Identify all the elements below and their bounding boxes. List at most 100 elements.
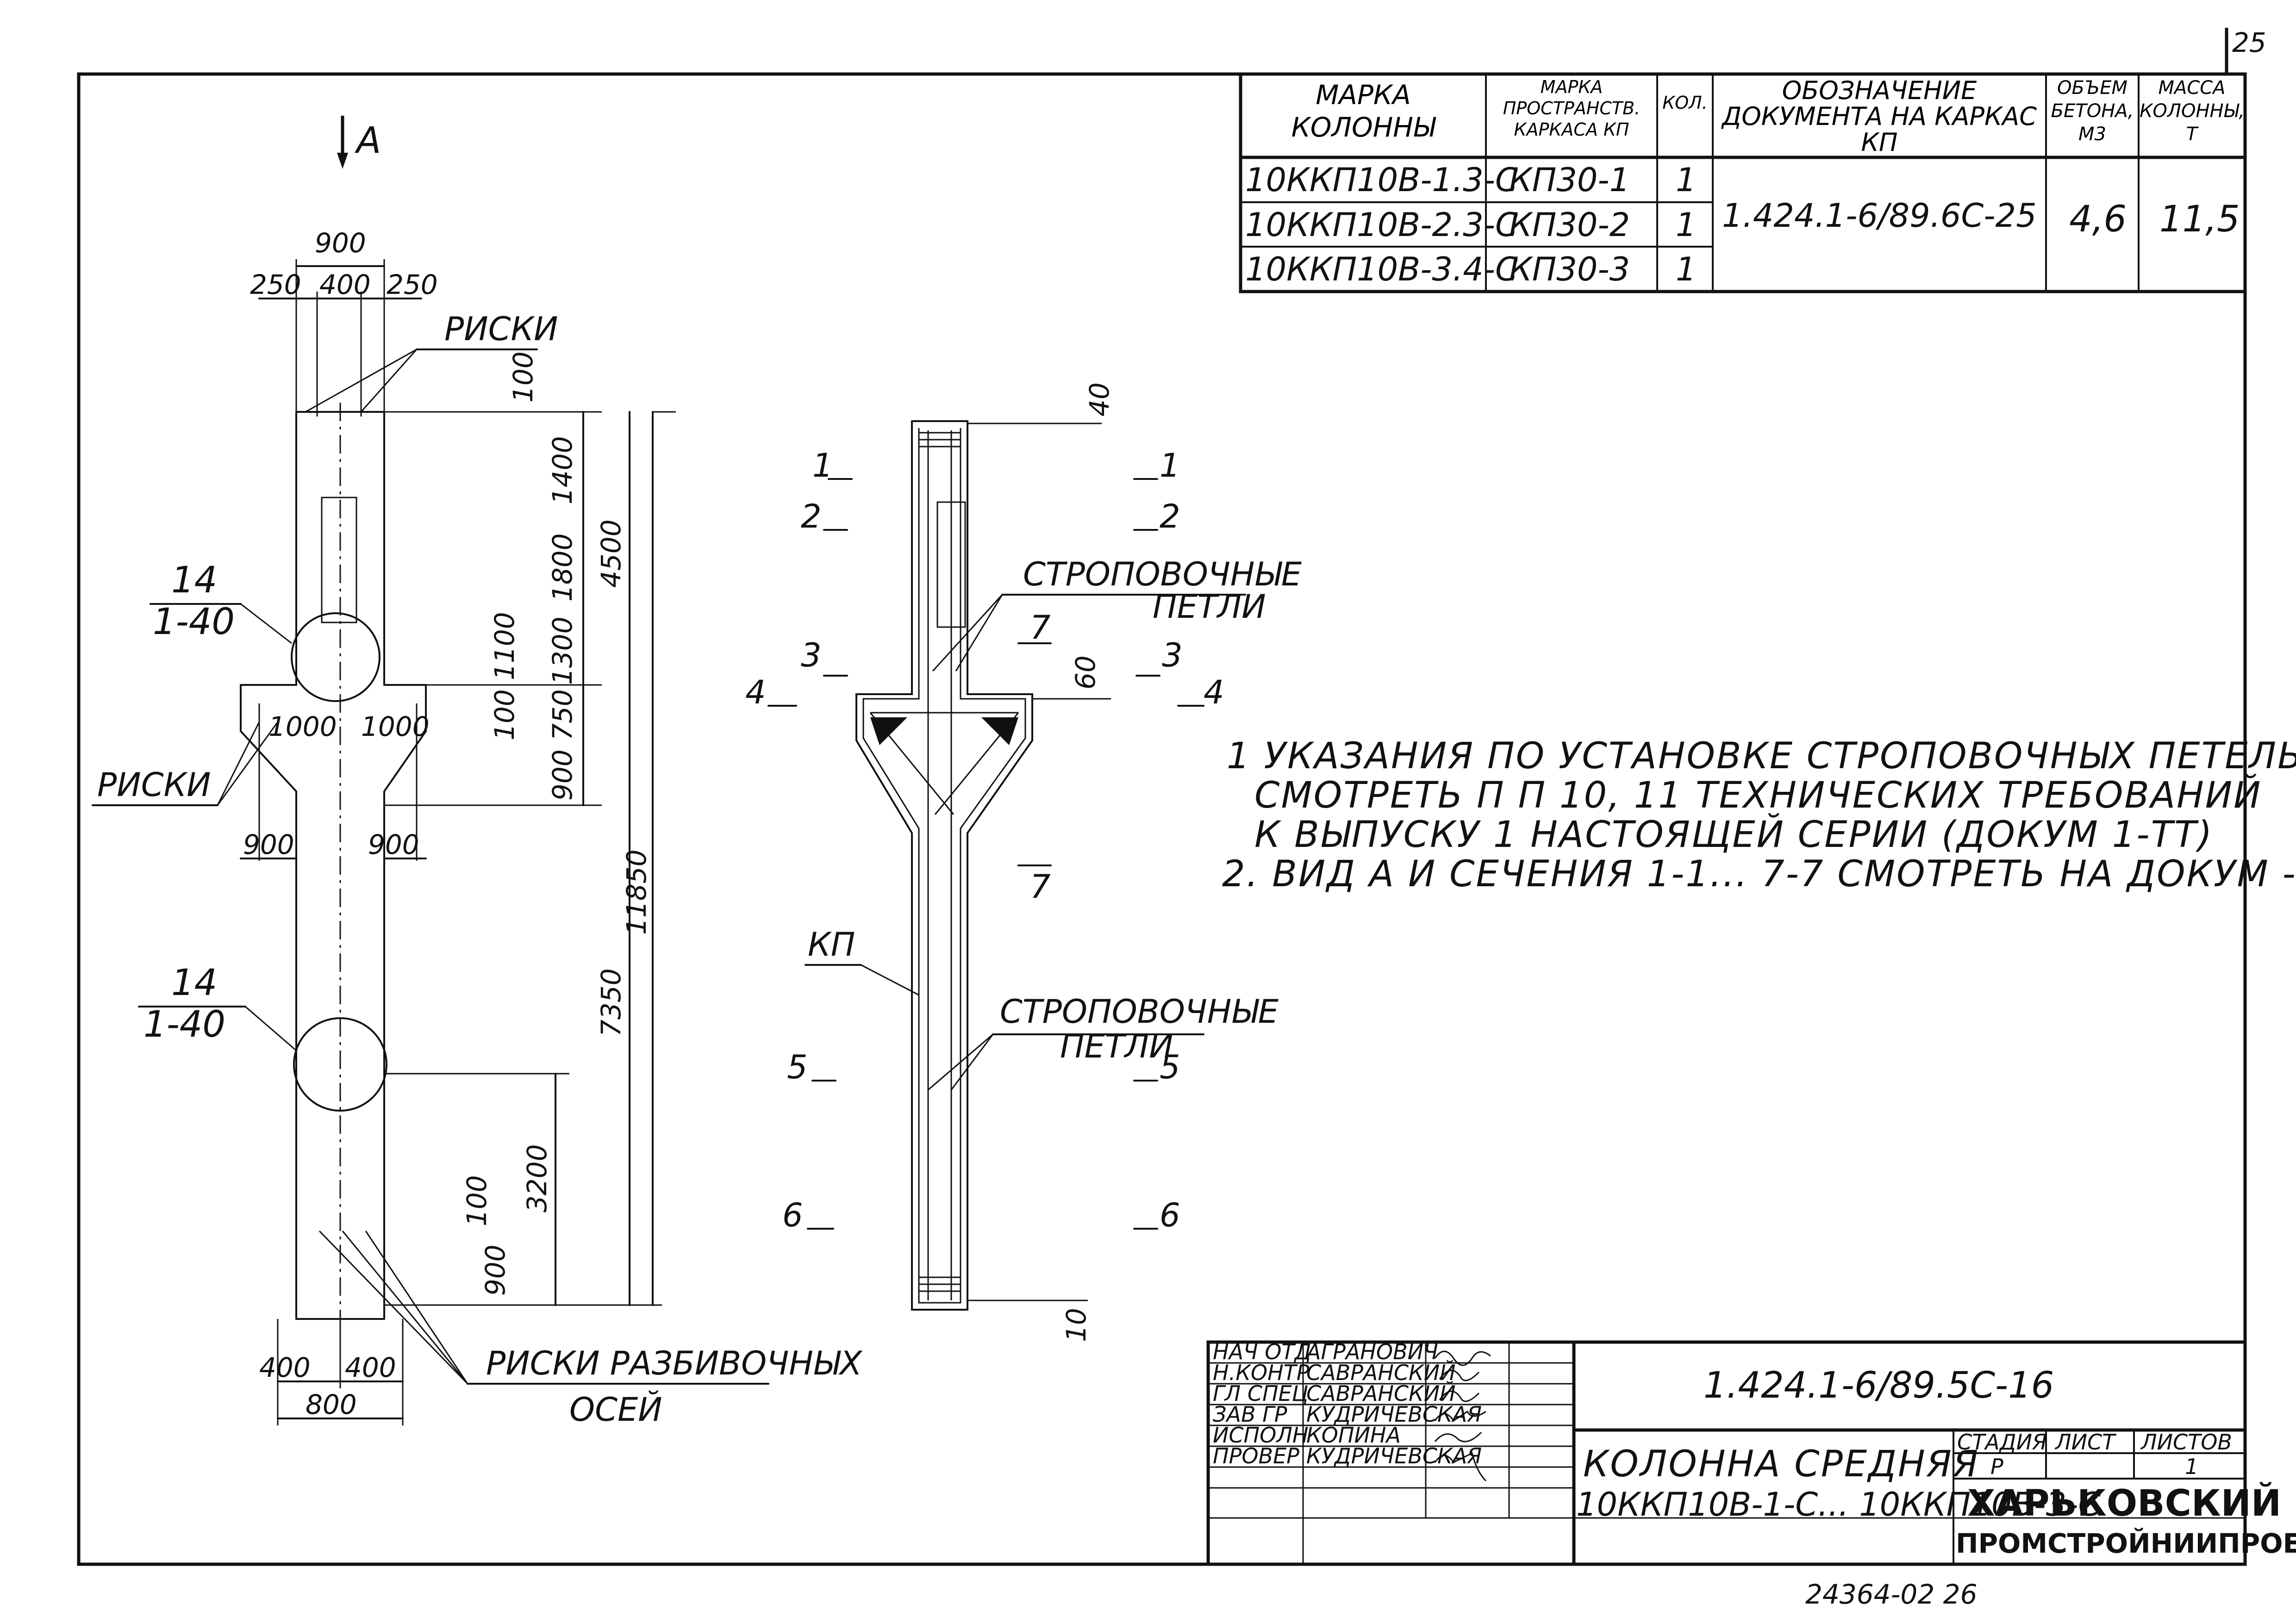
callout-1-num: 14: [171, 560, 217, 601]
dim-7350: 7350: [595, 968, 627, 1037]
row-1-frame: КП30-1: [1509, 161, 1630, 199]
staff-role-3: ГЛ СПЕЦ: [1213, 1381, 1308, 1406]
label-axes-marks-2: ОСЕЙ: [569, 1391, 662, 1429]
section-7-top: 7: [1030, 609, 1051, 647]
section-2-right: 2: [1160, 497, 1180, 535]
stage-value: Р: [1990, 1454, 2003, 1479]
stage-label: СТАДИЯ: [1957, 1430, 2047, 1455]
organization-2: ПРОМСТРОЙНИИПРОЕКТ: [1956, 1527, 2296, 1559]
document-designation: 1.424.1-6/89.5С-16: [1703, 1365, 2054, 1406]
dim-bottom-400-right: 400: [345, 1352, 396, 1383]
staff-name-2: САВРАНСКИЙ: [1306, 1360, 1456, 1385]
dim-bracket-1000-left: 1000: [268, 711, 337, 742]
column-mass: 11,5: [2159, 199, 2240, 240]
row-2-frame: КП30-2: [1509, 206, 1630, 244]
row-1-mark: 10ККП10В-1.3-С: [1245, 161, 1518, 199]
section-6-right: 6: [1160, 1196, 1180, 1234]
dim-1300: 1300: [547, 616, 578, 685]
dim-1800: 1800: [547, 533, 578, 602]
row-1-qty: 1: [1676, 161, 1697, 199]
staff-role-4: ЗАВ ГР: [1213, 1402, 1287, 1427]
sheets-label: ЛИСТОВ: [2140, 1430, 2232, 1455]
view-a-label: А: [354, 120, 381, 162]
sheets-value: 1: [2185, 1454, 2198, 1479]
section-3-right: 3: [1162, 636, 1183, 674]
dim-3200: 3200: [521, 1144, 553, 1213]
dim-cage-60: 60: [1070, 655, 1101, 690]
drawing-frame: [77, 72, 2247, 1566]
spec-table: МАРКА КОЛОННЫ МАРКА ПРОСТРАНСТВ. КАРКАСА…: [1239, 72, 2247, 293]
label-axes-marks-1: РИСКИ РАЗБИВОЧНЫХ: [486, 1344, 863, 1382]
dim-100-bottom: 100: [461, 1175, 493, 1226]
staff-name-3: САВРАНСКИЙ: [1306, 1381, 1456, 1406]
header-column-mark: МАРКА КОЛОННЫ: [1291, 79, 1435, 143]
footer-code: 24364-02 26: [1805, 1579, 1977, 1610]
dim-cage-40: 40: [1084, 382, 1115, 417]
dim-1400: 1400: [547, 436, 578, 504]
callout-2-num: 14: [171, 962, 217, 1004]
title-block: НАЧ ОТД АГРАНОВИЧ Н.КОНТР САВРАНСКИЙ ГЛ …: [1206, 1339, 2296, 1566]
dim-top-250-left: 250: [250, 269, 301, 300]
label-lifting-loops-top-2: ПЕТЛИ: [1153, 588, 1266, 626]
callout-1-ref: 1-40: [153, 601, 235, 643]
doc-designation: 1.424.1-6/89.6С-25: [1722, 197, 2037, 235]
note-line-2: СМОТРЕТЬ П П 10, 11 ТЕХНИЧЕСКИХ ТРЕБОВАН…: [1254, 773, 2262, 816]
section-5-right: 5: [1160, 1048, 1180, 1086]
vertical-dimension-labels: 100 1400 1800 1300 1100 100 750 900 4500…: [461, 351, 652, 1296]
dim-900-mid: 900: [547, 749, 578, 801]
section-7-bottom: 7: [1030, 868, 1051, 906]
dim-bracket-900-right: 900: [368, 829, 419, 860]
dim-11850: 11850: [621, 849, 652, 935]
header-column-mass: МАССА КОЛОННЫ, Т: [2140, 77, 2244, 145]
row-3-qty: 1: [1676, 250, 1697, 288]
label-marks-side: РИСКИ: [97, 766, 211, 804]
reinforcement-cage: 40 60 10 1 1 2 2 3 3 4 4 5 5 6: [745, 382, 1302, 1342]
dim-900-bottom: 900: [480, 1244, 511, 1296]
dim-bottom-400-left: 400: [259, 1352, 311, 1383]
note-line-1: 1 УКАЗАНИЯ ПО УСТАНОВКЕ СТРОПОВОЧНЫХ ПЕТ…: [1227, 735, 2296, 777]
section-markers: 1 1 2 2 3 3 4 4 5 5 6 6 7: [745, 447, 1224, 1234]
header-concrete-volume: ОБЪЕМ БЕТОНА, М3: [2051, 77, 2134, 145]
label-frame-kp: КП: [808, 926, 855, 964]
drawing-title-1: КОЛОННА СРЕДНЯЯ: [1583, 1443, 1979, 1485]
row-3-frame: КП30-3: [1509, 250, 1630, 288]
section-4-right: 4: [1204, 673, 1224, 711]
label-lifting-loops-bottom-1: СТРОПОВОЧНЫЕ: [1000, 993, 1279, 1031]
section-6-left: 6: [782, 1196, 803, 1234]
dim-bracket-900-left: 900: [243, 829, 294, 860]
section-3-left: 3: [801, 636, 822, 674]
staff-role-1: НАЧ ОТД: [1213, 1339, 1311, 1364]
dim-4500: 4500: [595, 519, 627, 588]
signatures: [1434, 1350, 1491, 1482]
dim-100-mid: 100: [489, 689, 520, 740]
dim-cage-10: 10: [1061, 1308, 1092, 1342]
row-2-qty: 1: [1676, 206, 1697, 244]
staff-name-1: АГРАНОВИЧ: [1305, 1339, 1438, 1364]
header-doc-designation: ОБОЗНАЧЕНИЕ ДОКУМЕНТА НА КАРКАС КП: [1722, 78, 2037, 156]
notes: 1 УКАЗАНИЯ ПО УСТАНОВКЕ СТРОПОВОЧНЫХ ПЕТ…: [1222, 735, 2296, 895]
sheet-label: ЛИСТ: [2054, 1430, 2117, 1455]
drawing-title-2: 10ККП10В-1-С... 10ККП10В-3-С: [1576, 1486, 2101, 1524]
label-lifting-loops-top-1: СТРОПОВОЧНЫЕ: [1023, 555, 1302, 593]
organization-1: ХАРЬКОВСКИЙ: [1967, 1482, 2281, 1524]
dim-100-top: 100: [507, 351, 539, 403]
page-number: 25: [2232, 27, 2266, 58]
dim-750: 750: [547, 689, 578, 740]
callout-2-ref: 1-40: [144, 1004, 225, 1045]
section-5-left: 5: [787, 1048, 808, 1086]
header-frame-mark: МАРКА ПРОСТРАНСТВ. КАРКАСА КП: [1503, 77, 1641, 140]
section-1-right: 1: [1160, 447, 1180, 485]
note-line-3: К ВЫПУСКУ 1 НАСТОЯЩЕЙ СЕРИИ (ДОКУМ 1-ТТ): [1254, 813, 2213, 856]
staff-role-6: ПРОВЕР: [1213, 1443, 1299, 1468]
label-lifting-loops-bottom-2: ПЕТЛИ: [1060, 1027, 1173, 1065]
row-2-mark: 10ККП10В-2.3-С: [1245, 206, 1518, 244]
dim-bottom-800: 800: [306, 1389, 357, 1420]
staff-name-6: КУДРИЧЕВСКАЯ: [1306, 1443, 1482, 1468]
section-2-left: 2: [801, 497, 822, 535]
concrete-volume: 4,6: [2069, 199, 2127, 240]
staff-name-4: КУДРИЧЕВСКАЯ: [1306, 1402, 1482, 1427]
staff-role-2: Н.КОНТР: [1213, 1360, 1310, 1385]
header-qty: КОЛ.: [1662, 93, 1708, 113]
label-marks-top: РИСКИ: [444, 310, 558, 348]
